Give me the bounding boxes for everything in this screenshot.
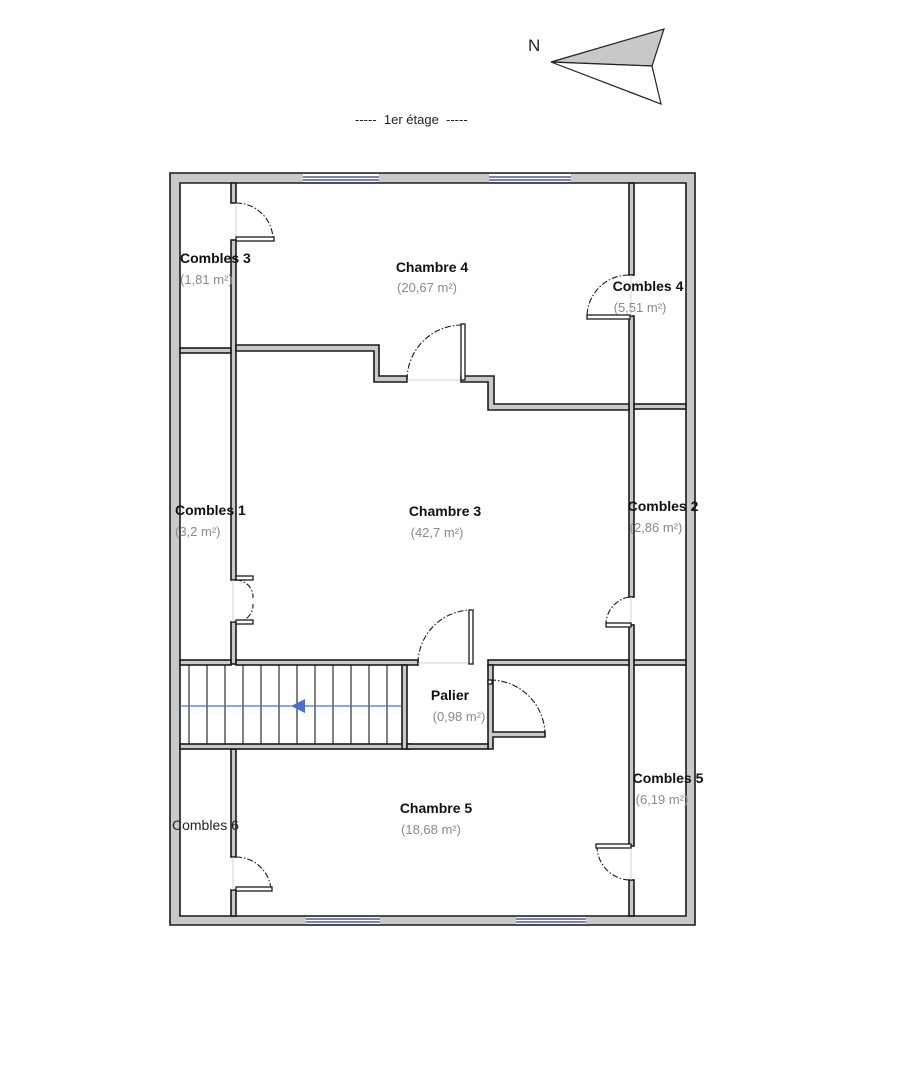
wall-right-bottom xyxy=(628,879,635,917)
doors xyxy=(235,202,632,892)
door-openings xyxy=(232,203,632,890)
room-area-chambre3: (42,7 m²) xyxy=(411,525,464,540)
wall-combles1-floor xyxy=(179,659,232,666)
wall-combles2-floor xyxy=(633,659,687,666)
wall-palier-right xyxy=(487,664,546,750)
room-labels: Combles 3 (1,81 m²) Chambre 4 (20,67 m²)… xyxy=(172,250,704,837)
stair-treads xyxy=(188,665,388,744)
wall-chambre5-top xyxy=(406,743,489,750)
floor-label: ----- 1er étage ----- xyxy=(355,112,468,127)
room-name-combles2: Combles 2 xyxy=(628,498,699,514)
door-combles3 xyxy=(235,202,275,242)
door-combles4 xyxy=(586,274,631,320)
staircase xyxy=(180,665,402,744)
north-label: N xyxy=(528,36,540,55)
room-name-combles5: Combles 5 xyxy=(633,770,704,786)
room-area-combles1: (3,2 m²) xyxy=(175,524,221,539)
wall-left-stub xyxy=(230,889,237,917)
window-top-left xyxy=(303,174,379,182)
north-arrow: N xyxy=(528,28,665,105)
wall-left-bottom xyxy=(230,748,237,858)
window-bottom-right xyxy=(516,917,586,924)
stair-direction-arrow xyxy=(291,699,305,713)
wall-left-mid xyxy=(230,239,237,581)
room-name-chambre5: Chambre 5 xyxy=(400,800,473,816)
wall-left-low xyxy=(230,621,237,665)
wall-right-mid xyxy=(628,315,635,598)
room-name-combles6: Combles 6 xyxy=(172,817,239,833)
room-area-palier: (0,98 m²) xyxy=(433,709,486,724)
wall-combles3-floor xyxy=(179,347,232,354)
room-area-combles4: (5,51 m²) xyxy=(614,300,667,315)
room-name-chambre4: Chambre 4 xyxy=(396,259,469,275)
wall-left-upper xyxy=(230,182,237,204)
room-name-chambre3: Chambre 3 xyxy=(409,503,482,519)
room-name-combles3: Combles 3 xyxy=(180,250,251,266)
wall-stair-bottom xyxy=(179,743,412,750)
door-combles1 xyxy=(235,575,254,625)
room-name-combles1: Combles 1 xyxy=(175,502,246,518)
wall-right-low xyxy=(628,624,635,847)
door-chambre3 xyxy=(417,609,474,665)
wall-chambre4-left xyxy=(235,344,408,383)
room-area-combles3: (1,81 m²) xyxy=(180,272,233,287)
room-area-combles5: (6,19 m²) xyxy=(636,792,689,807)
room-name-combles4: Combles 4 xyxy=(613,278,684,294)
door-combles5 xyxy=(595,843,632,881)
room-area-combles2: (2,86 m²) xyxy=(630,520,683,535)
window-bottom-left xyxy=(306,917,380,924)
door-combles6 xyxy=(235,856,273,892)
window-top-right xyxy=(489,174,571,182)
wall-chambre3-bottom-left xyxy=(235,659,419,666)
wall-chambre3-bottom-right xyxy=(487,659,630,666)
room-name-palier: Palier xyxy=(431,687,470,703)
north-arrow-white-half xyxy=(550,61,662,105)
room-area-chambre5: (18,68 m²) xyxy=(401,822,461,837)
door-combles2 xyxy=(605,596,632,628)
windows xyxy=(303,174,586,924)
exterior-wall xyxy=(169,172,696,926)
door-chambre5 xyxy=(487,679,546,735)
wall-combles4-floor xyxy=(633,403,687,410)
wall-chambre4-right xyxy=(460,375,630,411)
wall-right-upper xyxy=(628,182,635,276)
north-arrow-shaded-half xyxy=(550,28,665,67)
door-chambre4 xyxy=(406,323,466,381)
wall-palier-left xyxy=(401,664,408,750)
room-area-chambre4: (20,67 m²) xyxy=(397,280,457,295)
